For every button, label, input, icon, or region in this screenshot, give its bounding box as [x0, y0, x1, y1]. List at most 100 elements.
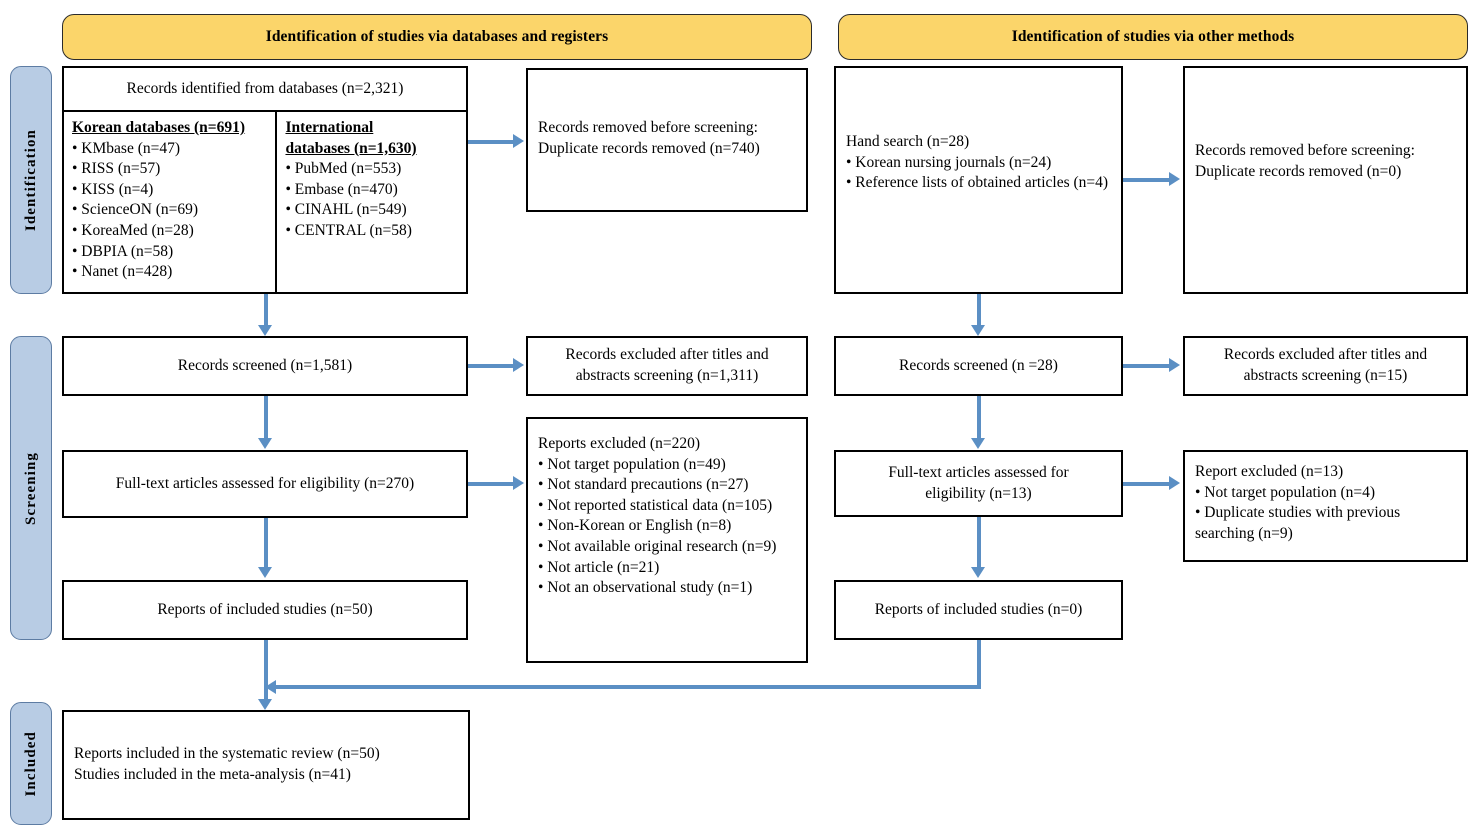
arrow-left-screened-to-fulltext: [264, 396, 268, 439]
international-databases-column: International databases (n=1,630) • PubM…: [277, 112, 466, 292]
box-included-summary: Reports included in the systematic revie…: [62, 710, 470, 820]
header-other-methods: Identification of studies via other meth…: [838, 14, 1468, 60]
list-item: • Embase (n=470): [285, 180, 398, 198]
left-records-removed-line1: Records removed before screening:: [538, 119, 758, 136]
list-item: • Reference lists of obtained articles (…: [846, 174, 1109, 192]
list-item: • KISS (n=4): [72, 180, 154, 198]
arrow-head-down-icon: [971, 438, 985, 449]
list-item: • Not target population (n=49): [538, 455, 726, 473]
right-excluded-titles-text: Records excluded after titles and abstra…: [1214, 345, 1437, 386]
stage-label-included-text: Included: [22, 730, 39, 797]
box-left-records-screened: Records screened (n=1,581): [62, 336, 468, 396]
included-line1: Reports included in the systematic revie…: [74, 745, 380, 763]
connector-left-down-to-included: [264, 640, 268, 700]
arrow-head-left-icon: [265, 680, 276, 694]
box-left-records-excluded-titles: Records excluded after titles and abstra…: [526, 336, 808, 396]
arrow-left-fulltext-to-included-reports: [264, 518, 268, 568]
right-excluded-titles-line2: abstracts screening (n=15): [1243, 367, 1408, 384]
list-item: • Not available original research (n=9): [538, 538, 777, 556]
records-identified-label: Records identified from databases (n=2,3…: [64, 68, 466, 112]
korean-databases-column: Korean databases (n=691) • KMbase (n=47)…: [64, 112, 278, 292]
arrow-right-identification-to-screened: [977, 294, 981, 326]
left-excluded-titles-text: Records excluded after titles and abstra…: [555, 345, 778, 386]
left-reports-excluded-heading: Reports excluded (n=220): [538, 435, 700, 452]
list-item: • Not article (n=21): [538, 558, 660, 576]
list-item: • DBPIA (n=58): [72, 242, 174, 260]
arrow-head-down-icon: [258, 699, 272, 710]
box-right-reports-included: Reports of included studies (n=0): [834, 580, 1123, 640]
arrow-left-identification-to-removed: [468, 140, 514, 144]
box-right-records-screened: Records screened (n =28): [834, 336, 1123, 396]
stage-label-screening-text: Screening: [22, 451, 39, 525]
left-excluded-titles-line2: abstracts screening (n=1,311): [575, 367, 759, 384]
list-item: • Not target population (n=4): [1195, 483, 1376, 501]
connector-right-down-to-merge: [977, 640, 981, 689]
arrow-head-down-icon: [971, 567, 985, 578]
box-right-fulltext-assessed: Full-text articles assessed for eligibil…: [834, 450, 1123, 517]
arrow-head-right-icon: [513, 134, 524, 148]
left-excluded-titles-line1: Records excluded after titles and: [565, 346, 769, 364]
arrow-right-screened-to-fulltext: [977, 396, 981, 439]
list-item: • Not reported statistical data (n=105): [538, 496, 773, 514]
arrow-left-screened-to-excluded: [468, 364, 514, 368]
box-right-records-removed: Records removed before screening: Duplic…: [1183, 66, 1468, 294]
arrow-right-identification-to-removed: [1123, 178, 1170, 182]
arrow-head-right-icon: [1169, 358, 1180, 372]
left-records-screened-label: Records screened (n=1,581): [177, 356, 353, 374]
korean-databases-heading: Korean databases (n=691): [72, 119, 246, 136]
stage-label-identification: Identification: [10, 66, 52, 294]
list-item: • KoreaMed (n=28): [72, 222, 194, 240]
hand-search-heading: Hand search (n=28): [846, 133, 970, 150]
list-item: • CENTRAL (n=58): [285, 222, 412, 240]
box-left-reports-included: Reports of included studies (n=50): [62, 580, 468, 640]
international-databases-heading-line2: databases (n=1,630): [285, 139, 417, 157]
list-item: • Duplicate studies with previous search…: [1195, 504, 1401, 542]
arrow-right-fulltext-to-report-excluded: [1123, 482, 1170, 486]
arrow-head-down-icon: [971, 325, 985, 336]
list-item: • ScienceON (n=69): [72, 201, 199, 219]
list-item: • RISS (n=57): [72, 160, 161, 178]
right-reports-included-label: Reports of included studies (n=0): [874, 600, 1083, 618]
left-fulltext-assessed-label: Full-text articles assessed for eligibil…: [115, 474, 415, 492]
header-databases-registers: Identification of studies via databases …: [62, 14, 812, 60]
international-databases-heading-line1: International: [285, 119, 374, 136]
right-excluded-titles-line1: Records excluded after titles and: [1223, 346, 1428, 364]
right-records-removed-line2: Duplicate records removed (n=0): [1195, 162, 1402, 180]
right-records-screened-label: Records screened (n =28): [899, 356, 1058, 374]
list-item: • Nanet (n=428): [72, 263, 173, 281]
included-line2: Studies included in the meta-analysis (n…: [74, 766, 351, 783]
list-item: • Not standard precautions (n=27): [538, 476, 749, 494]
left-reports-included-label: Reports of included studies (n=50): [157, 600, 373, 618]
connector-horizontal-merge: [276, 685, 980, 689]
included-summary-text: Reports included in the systematic revie…: [64, 744, 390, 785]
arrow-right-fulltext-to-included-reports: [977, 517, 981, 568]
box-records-identified-databases: Records identified from databases (n=2,3…: [62, 66, 468, 294]
list-item: • PubMed (n=553): [285, 160, 402, 178]
right-fulltext-assessed-line1: Full-text articles assessed for: [888, 463, 1069, 481]
arrow-head-down-icon: [258, 438, 272, 449]
list-item: • Non-Korean or English (n=8): [538, 517, 732, 535]
box-hand-search: Hand search (n=28) • Korean nursing jour…: [834, 66, 1123, 294]
header-databases-registers-label: Identification of studies via databases …: [265, 28, 609, 45]
stage-label-identification-text: Identification: [22, 128, 39, 232]
list-item: • Not an observational study (n=1): [538, 579, 753, 597]
arrow-left-identification-to-screened: [264, 294, 268, 326]
list-item: • KMbase (n=47): [72, 139, 181, 157]
stage-label-included: Included: [10, 702, 52, 825]
right-fulltext-assessed-line2: eligibility (n=13): [925, 484, 1032, 502]
box-left-records-removed: Records removed before screening: Duplic…: [526, 68, 808, 212]
right-fulltext-assessed-text: Full-text articles assessed for eligibil…: [878, 463, 1078, 504]
left-records-removed-line2: Duplicate records removed (n=740): [538, 139, 760, 157]
stage-label-screening: Screening: [10, 336, 52, 640]
arrow-right-screened-to-excluded: [1123, 364, 1170, 368]
list-item: • Korean nursing journals (n=24): [846, 153, 1052, 171]
arrow-head-right-icon: [1169, 172, 1180, 186]
arrow-left-fulltext-to-reports-excluded: [468, 482, 514, 486]
arrow-head-right-icon: [513, 358, 524, 372]
arrow-head-right-icon: [1169, 476, 1180, 490]
box-left-reports-excluded: Reports excluded (n=220) • Not target po…: [526, 417, 808, 663]
arrow-head-right-icon: [513, 476, 524, 490]
box-right-records-excluded-titles: Records excluded after titles and abstra…: [1183, 336, 1468, 396]
arrow-head-down-icon: [258, 325, 272, 336]
